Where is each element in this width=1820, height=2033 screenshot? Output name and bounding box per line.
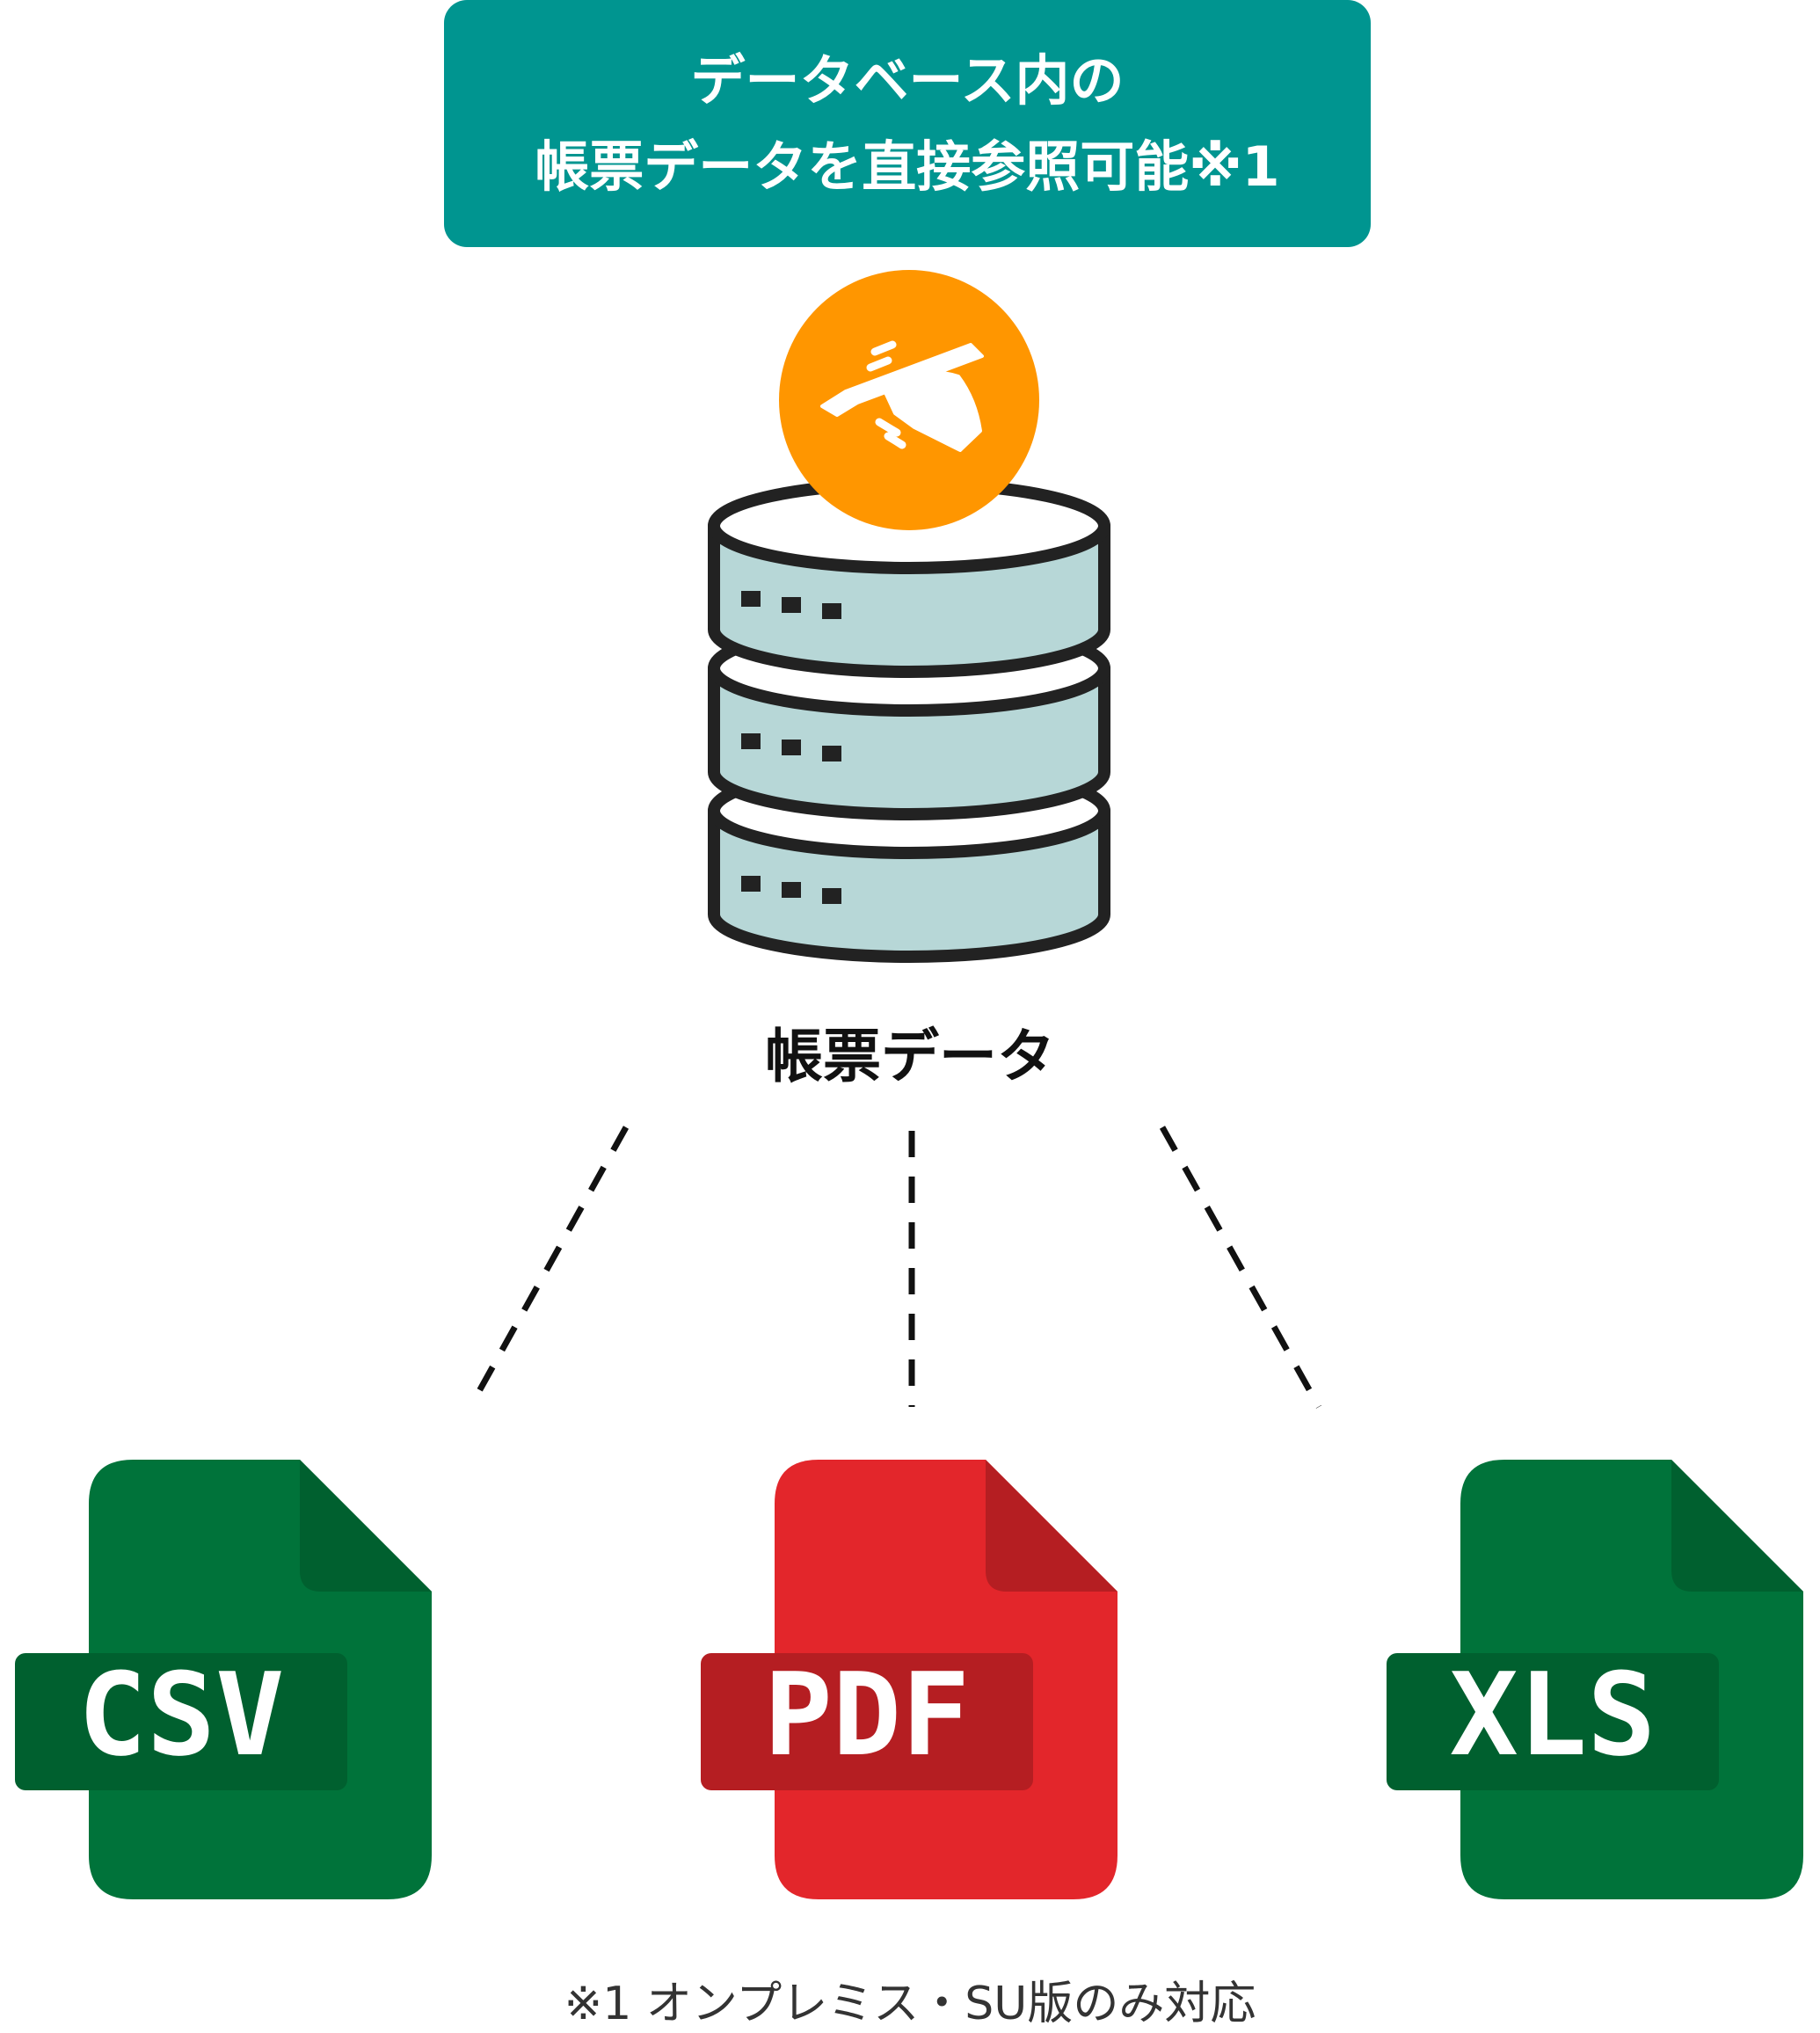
db-indicator-lights — [741, 591, 841, 904]
database-icon — [708, 477, 1110, 963]
database-caption: 帳票データ — [765, 1023, 1055, 1090]
banner-line-2: 帳票データを直接参照可能※1 — [535, 134, 1280, 199]
file-label-xls: XLS — [1450, 1648, 1656, 1782]
file-icon-pdf: PDF — [701, 1460, 1117, 1899]
edit-badge — [779, 270, 1039, 530]
file-label-pdf: PDF — [764, 1648, 971, 1782]
feature-banner: データベース内の 帳票データを直接参照可能※1 — [444, 0, 1371, 247]
file-icon-csv: CSV — [15, 1460, 432, 1899]
footnote: ※1 オンプレミス・SU版のみ対応 — [564, 1978, 1256, 2030]
pen-hand-icon — [820, 340, 984, 452]
connector-right — [1159, 1126, 1322, 1409]
banner-line-1: データベース内の — [690, 47, 1125, 113]
connector-lines — [467, 1126, 1322, 1409]
connector-left — [467, 1126, 630, 1409]
file-label-csv: CSV — [78, 1648, 285, 1782]
file-icon-xls: XLS — [1387, 1460, 1803, 1899]
